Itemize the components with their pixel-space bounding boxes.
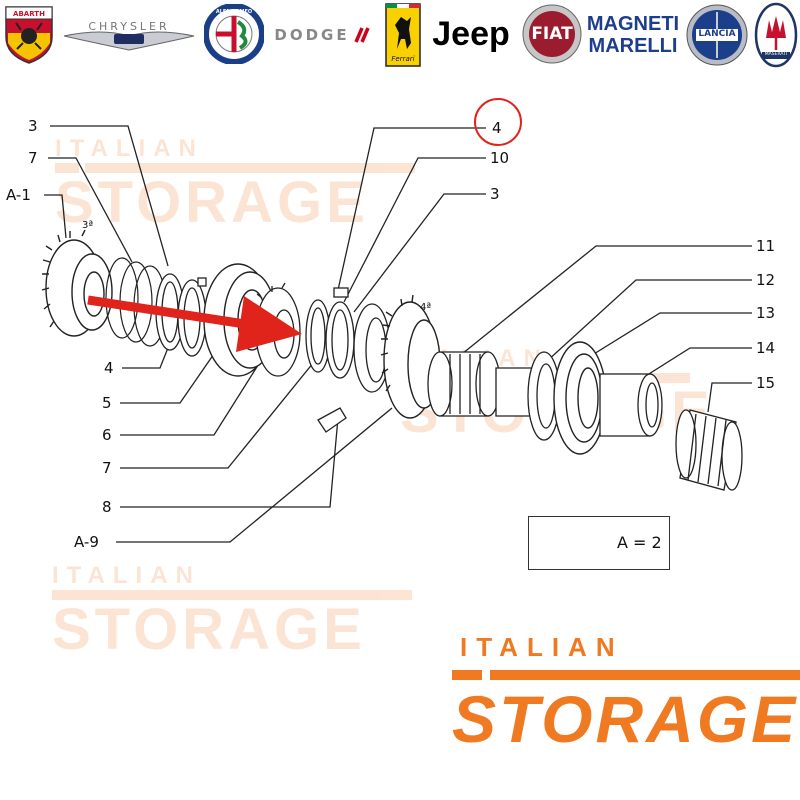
watermark-top: ITALIAN STORAGE bbox=[55, 135, 415, 233]
highlight-circle bbox=[474, 98, 522, 146]
part-3-right-ring bbox=[325, 287, 355, 379]
leader-a1 bbox=[44, 194, 67, 239]
leader-7-bottom bbox=[120, 351, 323, 469]
part-14-spacer bbox=[599, 373, 663, 437]
magneti-label: MAGNETI bbox=[586, 13, 680, 35]
leader-3-right bbox=[353, 193, 486, 313]
callout-a1: A-1 bbox=[6, 186, 31, 204]
lancia-logo: LANCIA bbox=[686, 4, 748, 66]
quantity-note-box: A = 2 bbox=[528, 516, 670, 570]
callout-3-left: 3 bbox=[28, 117, 38, 135]
leader-5 bbox=[120, 347, 219, 404]
watermark-lower-italian: ITALIAN bbox=[52, 562, 201, 589]
callout-13: 13 bbox=[756, 304, 776, 322]
synchro-cone bbox=[353, 303, 391, 393]
dodge-label: DODGE bbox=[274, 26, 350, 44]
leader-12 bbox=[523, 279, 752, 383]
brand-logo-bar: ABARTH CHRYSLER ALFA ROMEO DODGE bbox=[0, 0, 800, 70]
chrysler-logo: CHRYSLER bbox=[62, 14, 196, 52]
callout-a9: A-9 bbox=[74, 533, 99, 551]
logo-storage-text: STORAGE bbox=[452, 682, 799, 756]
quantity-note-text: A = 2 bbox=[617, 533, 662, 552]
leader-13 bbox=[567, 312, 752, 371]
callout-7-left: 7 bbox=[28, 149, 38, 167]
lancia-label: LANCIA bbox=[698, 29, 736, 39]
magneti-marelli-logo: MAGNETI MARELLI bbox=[586, 12, 680, 58]
gear-a1 bbox=[41, 229, 113, 337]
gear-a9 bbox=[380, 294, 441, 419]
watermark-lower-storage: STORAGE bbox=[52, 597, 366, 662]
highlight-arrow bbox=[87, 295, 302, 352]
logo-stripe-long bbox=[490, 670, 800, 680]
callout-15: 15 bbox=[756, 374, 776, 392]
italian-storage-logo: ITALIAN STORAGE bbox=[452, 632, 800, 800]
callout-5: 5 bbox=[102, 394, 112, 412]
callout-4-bottom: 4 bbox=[104, 359, 114, 377]
exploded-parts-diagram: ITALIAN STORAGE ITALIAN STORAGE ITALIAN … bbox=[0, 70, 800, 800]
callout-6: 6 bbox=[102, 426, 112, 444]
abarth-logo: ABARTH bbox=[2, 3, 56, 65]
callout-8: 8 bbox=[102, 498, 112, 516]
parts-drawing bbox=[41, 98, 752, 557]
leader-3-left bbox=[50, 125, 169, 267]
part-10-ring bbox=[305, 299, 331, 373]
abarth-label: ABARTH bbox=[13, 10, 45, 18]
alfa-romeo-label: ALFA ROMEO bbox=[215, 9, 253, 15]
part-8-key bbox=[317, 407, 347, 433]
part-12-washer bbox=[527, 351, 561, 441]
leader-11 bbox=[451, 245, 752, 363]
callout-4a-superscript: 4ª bbox=[420, 302, 432, 313]
callout-14: 14 bbox=[756, 339, 776, 357]
maserati-label: MASERATI bbox=[764, 52, 788, 57]
callout-10: 10 bbox=[490, 149, 510, 167]
callout-4-highlight: 4 bbox=[492, 119, 502, 137]
ferrari-logo: Ferrari bbox=[385, 3, 421, 67]
fiat-label: FIAT bbox=[531, 24, 573, 44]
ferrari-label: Ferrari bbox=[391, 55, 415, 63]
leader-8 bbox=[120, 417, 339, 508]
callout-3-right: 3 bbox=[490, 185, 500, 203]
jeep-logo: Jeep bbox=[428, 14, 514, 54]
leader-10 bbox=[343, 157, 486, 303]
callout-3a-superscript: 3ª bbox=[82, 220, 94, 231]
watermark-top-storage: STORAGE bbox=[55, 170, 369, 235]
part-11-needle-bearing bbox=[427, 351, 501, 417]
logo-italian-text: ITALIAN bbox=[460, 632, 624, 662]
jeep-label: Jeep bbox=[432, 14, 510, 53]
dodge-logo: DODGE bbox=[270, 24, 376, 46]
watermark-lower: ITALIAN STORAGE bbox=[52, 562, 412, 660]
alfa-romeo-logo: ALFA ROMEO bbox=[204, 4, 264, 64]
logo-stripe-short bbox=[452, 670, 482, 680]
fiat-logo: FIAT bbox=[522, 4, 582, 64]
leader-6 bbox=[120, 361, 261, 436]
part-15-needle-bearing bbox=[675, 409, 743, 491]
callout-11: 11 bbox=[756, 237, 776, 255]
callout-7-bottom: 7 bbox=[102, 459, 112, 477]
chrysler-label: CHRYSLER bbox=[88, 20, 170, 33]
callout-12: 12 bbox=[756, 271, 776, 289]
watermark-top-italian: ITALIAN bbox=[55, 135, 204, 162]
leader-7-left bbox=[48, 157, 133, 263]
leader-a9 bbox=[116, 407, 393, 543]
part-13-bearing bbox=[553, 341, 607, 455]
maserati-logo: MASERATI bbox=[754, 2, 798, 68]
marelli-label: MARELLI bbox=[588, 35, 678, 57]
leader-4-highlight bbox=[337, 127, 486, 291]
leader-15 bbox=[707, 382, 752, 413]
